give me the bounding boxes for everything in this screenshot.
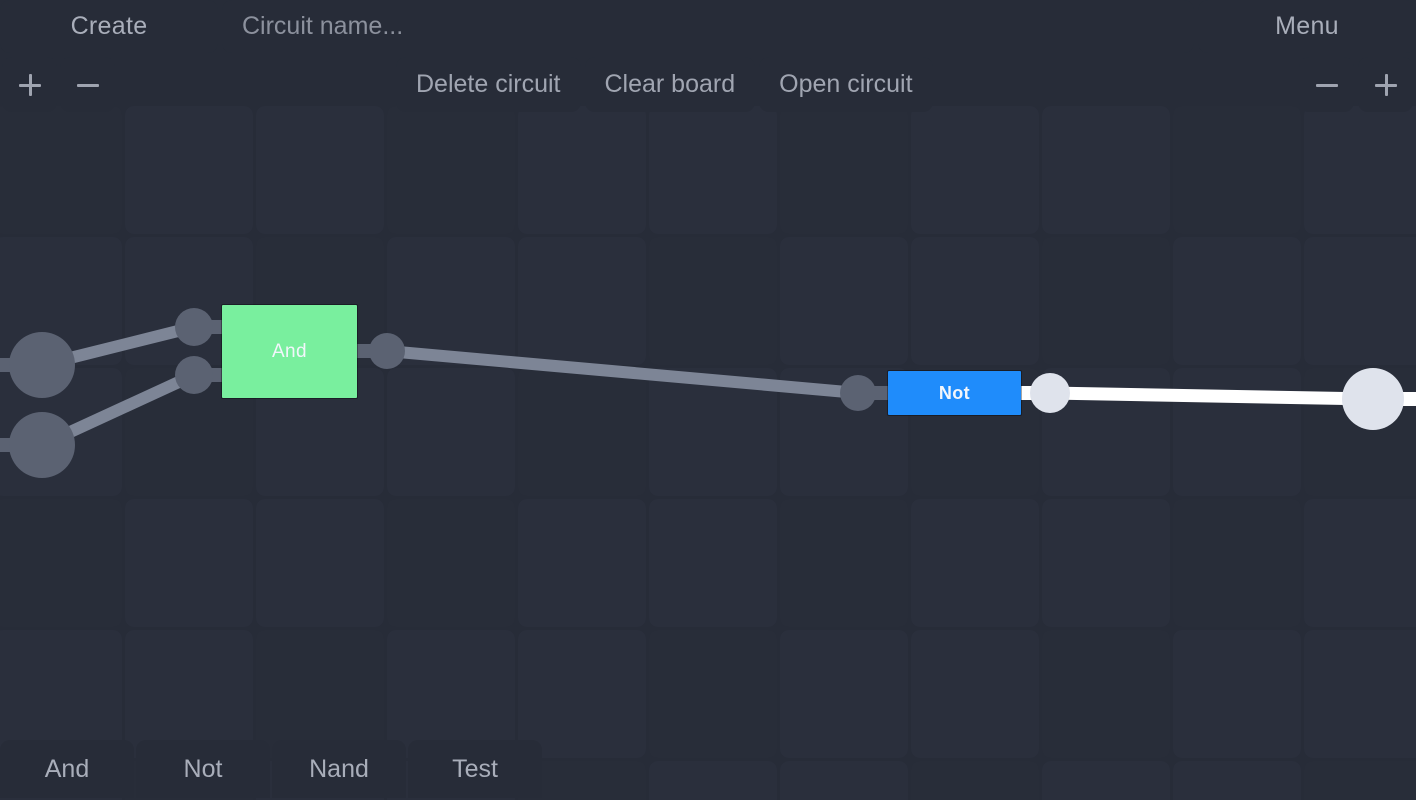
grid-cell [1304,499,1416,627]
board-actions-group: Delete circuit Clear board Open circuit [396,57,933,112]
grid-cell [1304,630,1416,758]
grid-cell [256,106,384,234]
grid-cell [125,499,253,627]
grid-cell [0,106,122,234]
input-node-b[interactable] [9,412,75,478]
circuit-name-input[interactable] [222,0,1194,53]
open-circuit-button[interactable]: Open circuit [759,57,933,112]
not-input[interactable] [840,375,876,411]
grid-cell [780,106,908,234]
grid-cell [1304,237,1416,365]
grid-cell [1304,106,1416,234]
grid-cell [911,499,1039,627]
grid-cell [1042,499,1170,627]
grid-cell [1042,630,1170,758]
and-gate[interactable]: And [222,305,357,398]
and-input-2[interactable] [175,356,213,394]
menu-button[interactable]: Menu [1198,0,1416,53]
grid-cell [1173,106,1301,234]
minus-icon [1315,74,1338,96]
grid-cell [1042,237,1170,365]
grid-cell [911,237,1039,365]
create-button[interactable]: Create [0,0,218,53]
grid-cell [649,499,777,627]
top-toolbar: Create Menu Delete circuit Clear board O… [0,0,1416,112]
delete-circuit-button[interactable]: Delete circuit [396,57,581,112]
zoom-out-right-button[interactable] [1299,57,1354,112]
grid-cell [649,630,777,758]
grid-cell [518,499,646,627]
grid-cell [125,630,253,758]
clear-board-button[interactable]: Clear board [584,57,756,112]
not-gate-label: Not [938,382,971,403]
palette-item-not[interactable]: Not [136,740,270,798]
and-gate-label: And [271,340,307,362]
and-output[interactable] [369,333,405,369]
grid-cell [256,499,384,627]
grid-cell [518,368,646,496]
palette-item-and[interactable]: And [0,740,134,798]
grid-cell [649,368,777,496]
board-grid [0,106,1416,800]
grid-cell [518,237,646,365]
minus-icon [76,74,99,96]
grid-cell [387,630,515,758]
toolbar-row-primary: Create Menu [0,0,1416,55]
grid-cell [0,499,122,627]
output-node[interactable] [1342,368,1404,430]
grid-cell [1173,237,1301,365]
grid-cell [780,499,908,627]
grid-cell [387,106,515,234]
grid-cell [0,630,122,758]
grid-cell [125,106,253,234]
zoom-in-right-button[interactable] [1358,57,1413,112]
not-gate[interactable]: Not [888,371,1021,415]
input-node-a[interactable] [9,332,75,398]
grid-cell [1042,106,1170,234]
grid-cell [387,237,515,365]
grid-cell [649,237,777,365]
plus-icon [18,73,41,96]
grid-cell [780,237,908,365]
zoom-in-left-button[interactable] [2,57,57,112]
grid-cell [1173,630,1301,758]
palette-item-test[interactable]: Test [408,740,542,798]
grid-cell [387,499,515,627]
grid-cell [911,630,1039,758]
zoom-out-left-button[interactable] [60,57,115,112]
not-output[interactable] [1030,373,1070,413]
plus-icon [1374,73,1397,96]
grid-cell [780,630,908,758]
grid-cell [1173,368,1301,496]
grid-cell [911,106,1039,234]
wire-not-to-output[interactable] [1049,386,1374,406]
grid-cell [649,106,777,234]
toolbar-row-secondary: Delete circuit Clear board Open circuit [0,57,1416,112]
and-input-1[interactable] [175,308,213,346]
grid-cell [387,368,515,496]
grid-cell [518,106,646,234]
grid-cell [256,630,384,758]
grid-cell [518,630,646,758]
wire-and-to-not[interactable] [386,345,859,399]
palette-item-nand[interactable]: Nand [272,740,406,798]
grid-cell [1173,499,1301,627]
